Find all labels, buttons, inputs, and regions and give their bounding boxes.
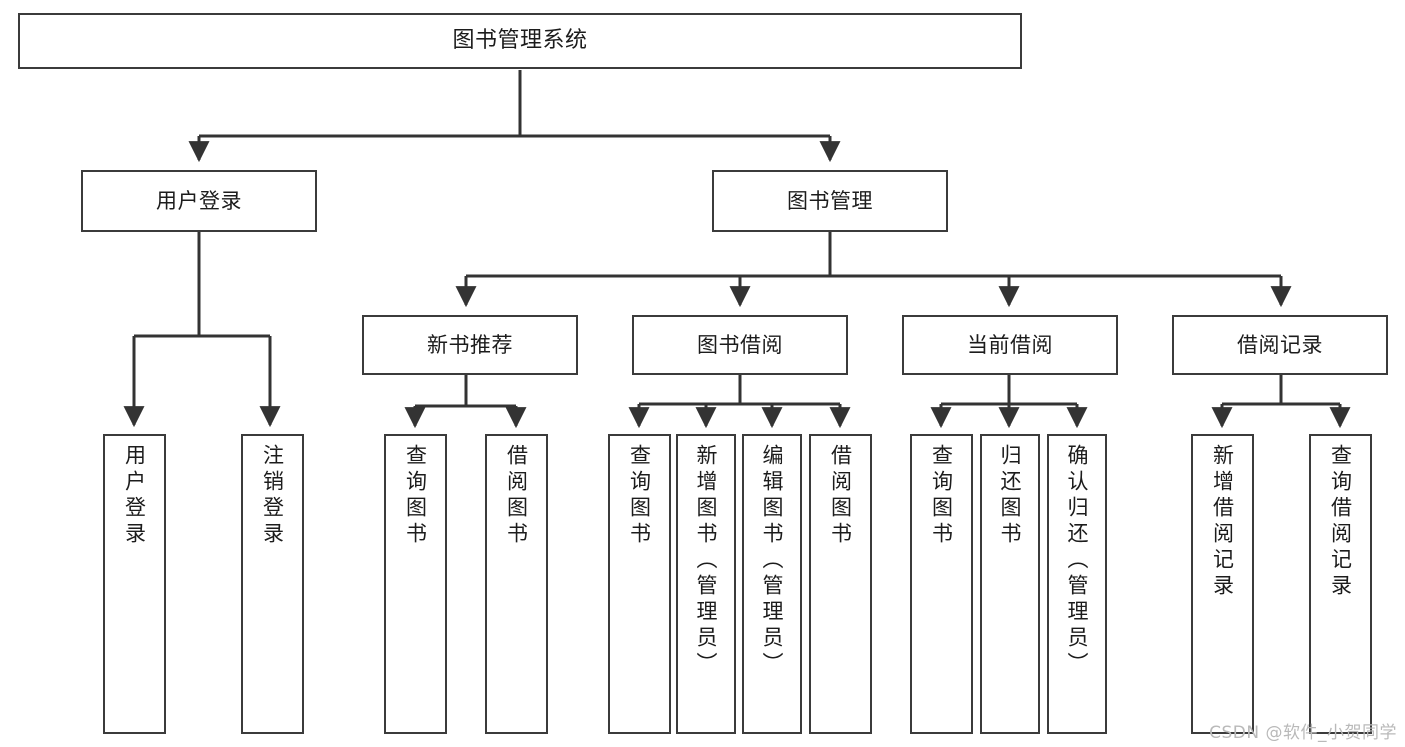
leaf-user-logout-label: 注销登录 [260,444,285,548]
node-new-book-recommend[interactable]: 新书推荐 [362,315,578,375]
node-book-manage-label: 图书管理 [787,188,873,213]
leaf-query-book-2-label: 查询图书 [627,444,652,548]
node-user-login[interactable]: 用户登录 [81,170,317,232]
leaf-query-book-1[interactable]: 查询图书 [384,434,447,734]
leaf-confirm-return[interactable]: 确认归还（管理员） [1047,434,1107,734]
leaf-borrow-book-2-label: 借阅图书 [828,444,853,548]
node-user-login-label: 用户登录 [156,188,242,213]
leaf-query-book-2[interactable]: 查询图书 [608,434,671,734]
leaf-confirm-return-label: 确认归还（管理员） [1065,444,1090,678]
node-new-book-recommend-label: 新书推荐 [427,332,513,357]
leaf-add-book-label: 新增图书（管理员） [694,444,719,678]
leaf-borrow-book-1[interactable]: 借阅图书 [485,434,548,734]
node-current-borrow[interactable]: 当前借阅 [902,315,1118,375]
leaf-add-record-label: 新增借阅记录 [1210,444,1235,600]
node-current-borrow-label: 当前借阅 [967,332,1053,357]
leaf-add-book[interactable]: 新增图书（管理员） [676,434,736,734]
node-borrow-record-label: 借阅记录 [1237,332,1323,357]
node-book-manage[interactable]: 图书管理 [712,170,948,232]
node-root-label: 图书管理系统 [452,28,588,54]
leaf-user-login-label: 用户登录 [122,444,147,548]
leaf-add-record[interactable]: 新增借阅记录 [1191,434,1254,734]
leaf-borrow-book-1-label: 借阅图书 [504,444,529,548]
node-borrow-record[interactable]: 借阅记录 [1172,315,1388,375]
leaf-borrow-book-2[interactable]: 借阅图书 [809,434,872,734]
leaf-query-record[interactable]: 查询借阅记录 [1309,434,1372,734]
leaf-user-login[interactable]: 用户登录 [103,434,166,734]
leaf-query-book-1-label: 查询图书 [403,444,428,548]
leaf-return-book-label: 归还图书 [998,444,1023,548]
node-book-borrow-label: 图书借阅 [697,332,783,357]
leaf-user-logout[interactable]: 注销登录 [241,434,304,734]
leaf-query-book-3-label: 查询图书 [929,444,954,548]
leaf-return-book[interactable]: 归还图书 [980,434,1040,734]
node-book-borrow[interactable]: 图书借阅 [632,315,848,375]
leaf-edit-book[interactable]: 编辑图书（管理员） [742,434,802,734]
leaf-edit-book-label: 编辑图书（管理员） [760,444,785,678]
node-root[interactable]: 图书管理系统 [18,13,1022,69]
leaf-query-book-3[interactable]: 查询图书 [910,434,973,734]
leaf-query-record-label: 查询借阅记录 [1328,444,1353,600]
